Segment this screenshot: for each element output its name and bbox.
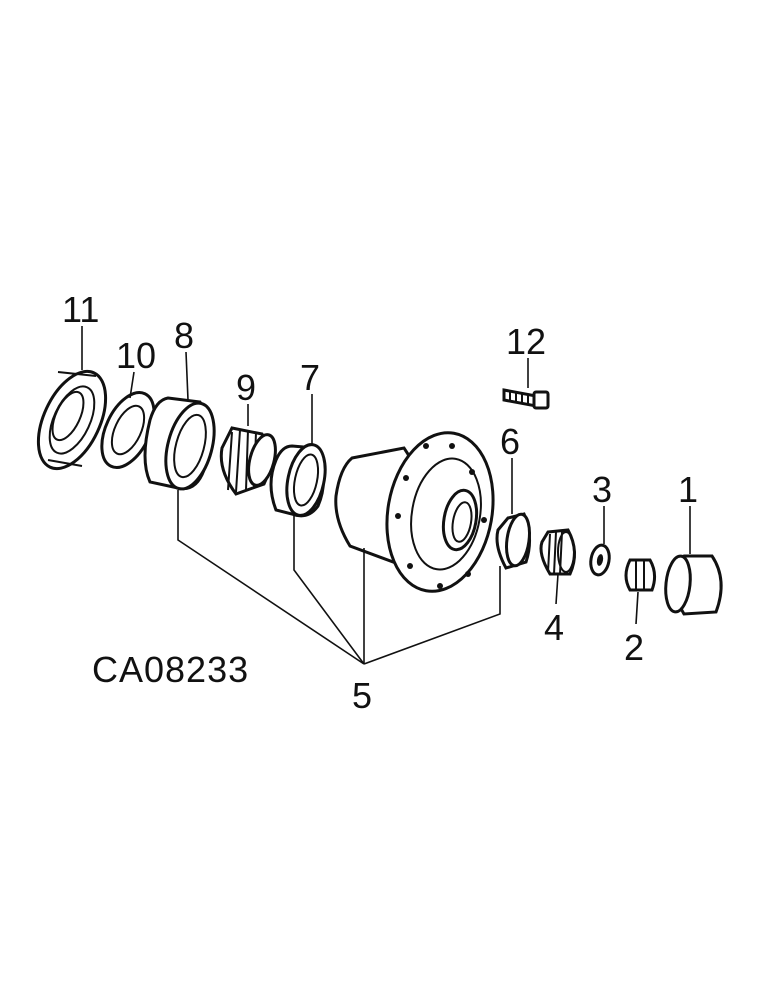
callout-8: 8 — [174, 315, 194, 356]
callout-1: 1 — [678, 469, 698, 510]
callout-2: 2 — [624, 627, 644, 668]
callout-6: 6 — [500, 421, 520, 462]
part-1-hub-cap — [664, 554, 723, 616]
part-6-bearing-cup — [495, 512, 531, 570]
callout-5: 5 — [352, 675, 372, 716]
part-2-nut — [624, 558, 657, 592]
callout-9: 9 — [236, 367, 256, 408]
callout-11: 11 — [62, 289, 99, 330]
part-5-hub — [334, 431, 495, 593]
part-4-bearing-cone — [539, 528, 576, 576]
part-8-bearing-cup — [143, 396, 216, 491]
callout-7: 7 — [300, 357, 320, 398]
part-12-stud-bolt — [502, 388, 550, 410]
drawing-code: CA08233 — [92, 649, 249, 690]
part-11-seal — [36, 369, 108, 471]
callout-12: 12 — [506, 321, 546, 362]
part-7-bearing-cup — [269, 443, 327, 518]
part-9-bearing-cone — [219, 426, 277, 496]
callout-leaders — [81, 326, 691, 665]
part-3-washer — [589, 543, 611, 577]
callout-10: 10 — [116, 335, 156, 376]
callout-4: 4 — [544, 607, 564, 648]
callout-3: 3 — [592, 469, 612, 510]
